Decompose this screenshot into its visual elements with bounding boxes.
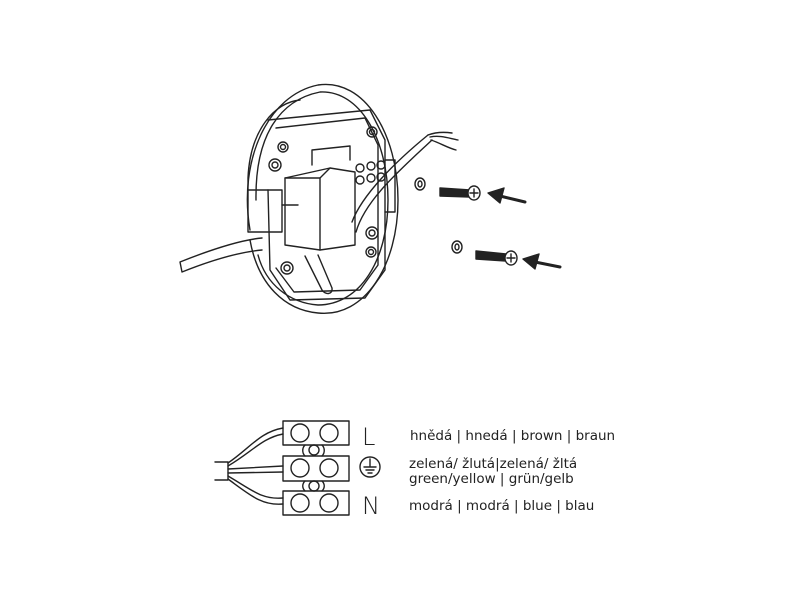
live-wire-label: hnědá | hnedá | brown | braun xyxy=(410,428,616,444)
neutral-symbol: N xyxy=(362,492,380,520)
arrow-icon xyxy=(487,187,527,204)
washer-top xyxy=(414,177,426,191)
earth-wire-label-line2: green/yellow | grün/gelb xyxy=(409,471,574,487)
earth-ground-icon xyxy=(359,456,381,478)
screw-bottom xyxy=(475,250,518,266)
wire-ends xyxy=(427,131,459,151)
device-housing xyxy=(246,83,399,314)
power-cable-right xyxy=(351,134,433,233)
screw-top xyxy=(439,185,481,201)
terminal-block-diagram xyxy=(214,420,350,516)
live-symbol: L xyxy=(362,423,376,451)
neutral-wire-label: modrá | modrá | blue | blau xyxy=(409,498,595,514)
arrow-icon xyxy=(522,253,562,270)
earth-wire-label-line1: zelená/ žlutá|zelená/ žltá xyxy=(409,456,578,472)
washer-bottom xyxy=(451,240,463,254)
power-cable-left xyxy=(179,237,263,273)
